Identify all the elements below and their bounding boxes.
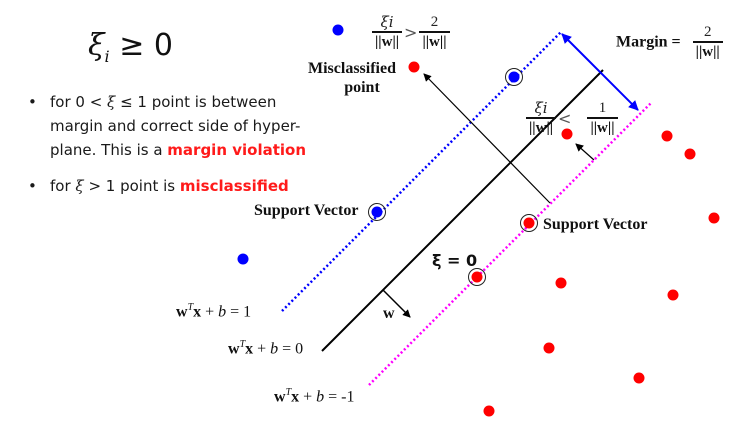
- rhs-fraction: 2 ||w||: [419, 14, 450, 51]
- fraction-denominator: ||w||: [692, 41, 723, 61]
- margin-violation-highlight: margin violation: [167, 141, 307, 159]
- eq-plus: +: [299, 388, 317, 406]
- support-vector-label-right: Support Vector: [543, 216, 648, 233]
- violation-slack-fraction: ξi ||w|| < 1 ||w||: [526, 100, 618, 137]
- red-xi-zero-point: [471, 271, 483, 283]
- misclassified-slack-fraction: ξi ||w|| > 2 ||w||: [372, 14, 450, 51]
- eq-x: x: [193, 303, 202, 321]
- red-point: [667, 289, 679, 301]
- eq-w: w: [228, 340, 240, 358]
- negative-margin-line: [368, 101, 653, 386]
- xi-symbol: ξ: [107, 93, 116, 111]
- bullet-margin-violation: • for 0 < ξ ≤ 1 point is between margin …: [26, 90, 326, 162]
- margin-label: Margin =: [616, 33, 681, 51]
- slack-constraint-heading: ξi ≥ 0: [88, 28, 173, 66]
- margin-fraction: 2 ||w||: [692, 24, 723, 61]
- misclassified-highlight: misclassified: [179, 177, 289, 195]
- eq-rhs: = 1: [226, 303, 252, 321]
- fraction-numerator: ξi: [380, 13, 394, 31]
- eq-b: b: [218, 303, 227, 321]
- lhs-fraction: ξi ||w||: [526, 99, 557, 137]
- blue-support-vector-point: [371, 206, 383, 218]
- blue-point: [237, 253, 249, 265]
- constraint-relation: ≥ 0: [109, 28, 173, 63]
- eq-b: b: [316, 388, 325, 406]
- w-vector-label: w: [383, 305, 395, 322]
- lhs-fraction: ξi ||w||: [372, 13, 403, 51]
- support-vector-ring: [505, 68, 523, 86]
- fraction-numerator: ξi: [534, 99, 548, 117]
- support-vector-ring: [468, 268, 486, 286]
- eq-w: w: [274, 388, 286, 406]
- rhs-fraction: 1 ||w||: [587, 100, 618, 137]
- bullet-dot: •: [28, 177, 37, 195]
- bullet-dot: •: [28, 93, 37, 111]
- norm-w: ||w||: [590, 120, 615, 136]
- xi-symbol: ξ: [75, 177, 84, 195]
- eq-b: b: [270, 340, 279, 358]
- red-point: [684, 148, 696, 160]
- eq-x: x: [245, 340, 254, 358]
- bullet-text: for 0 <: [50, 93, 108, 111]
- relation-symbol: <: [558, 109, 572, 128]
- blue-point: [332, 24, 344, 36]
- eq-transpose: T: [239, 339, 246, 350]
- eq-rhs: = 0: [278, 340, 304, 358]
- bullet-text: for: [50, 177, 76, 195]
- fraction-denominator: ||w||: [372, 31, 403, 51]
- support-vector-label-left: Support Vector: [254, 202, 359, 219]
- fraction-numerator: 2: [703, 24, 712, 40]
- w-vector-arrow: [382, 289, 411, 318]
- eq-x: x: [291, 388, 300, 406]
- xi-zero-label: ξ = 0: [432, 251, 478, 270]
- explanation-list: • for 0 < ξ ≤ 1 point is between margin …: [26, 90, 326, 198]
- margin-formula: Margin = 2 ||w||: [616, 24, 723, 61]
- violation-slack-arrow: [575, 143, 595, 161]
- fraction-denominator: ||w||: [587, 117, 618, 137]
- norm-w: ||w||: [422, 34, 447, 50]
- fraction-numerator: 2: [430, 14, 439, 30]
- relation-symbol: >: [404, 23, 418, 42]
- red-margin-violation-point: [561, 128, 573, 140]
- margin-arrow: [561, 33, 639, 111]
- norm-w: ||w||: [529, 120, 554, 136]
- red-point: [555, 277, 567, 289]
- eq-plus: +: [201, 303, 219, 321]
- blue-support-vector-point: [508, 71, 520, 83]
- fraction-denominator: ||w||: [526, 117, 557, 137]
- norm-w: ||w||: [375, 34, 400, 50]
- eq-transpose: T: [285, 387, 292, 398]
- xi-symbol: ξ: [88, 28, 105, 63]
- fraction-numerator: 1: [598, 100, 607, 116]
- eq-w: w: [176, 303, 188, 321]
- red-point: [483, 405, 495, 417]
- misclassified-point-label: Misclassified point: [308, 59, 396, 97]
- eq-transpose: T: [187, 302, 194, 313]
- support-vector-ring: [368, 203, 386, 221]
- equation-negative-margin: wTx + b = -1: [274, 387, 355, 406]
- fraction-denominator: ||w||: [419, 31, 450, 51]
- support-vector-ring: [520, 214, 538, 232]
- norm-w: ||w||: [695, 44, 720, 60]
- red-point: [661, 130, 673, 142]
- red-point: [543, 342, 555, 354]
- xi-subscript: i: [104, 47, 110, 66]
- eq-rhs: = -1: [324, 388, 355, 406]
- red-misclassified-point: [408, 61, 420, 73]
- eq-plus: +: [253, 340, 271, 358]
- hyperplane-line: [321, 69, 604, 352]
- equation-hyperplane: wTx + b = 0: [228, 339, 303, 358]
- red-point: [633, 372, 645, 384]
- misclassified-slack-arrow: [423, 73, 551, 204]
- label-line: point: [344, 79, 380, 96]
- bullet-misclassified: • for ξ > 1 point is misclassified: [26, 174, 326, 198]
- red-support-vector-point: [523, 217, 535, 229]
- label-line: Misclassified: [308, 60, 396, 77]
- red-point: [708, 212, 720, 224]
- bullet-text: ≤ 1 point is between margin and correct …: [50, 93, 301, 159]
- bullet-text: > 1 point is: [83, 177, 180, 195]
- equation-positive-margin: wTx + b = 1: [176, 302, 251, 321]
